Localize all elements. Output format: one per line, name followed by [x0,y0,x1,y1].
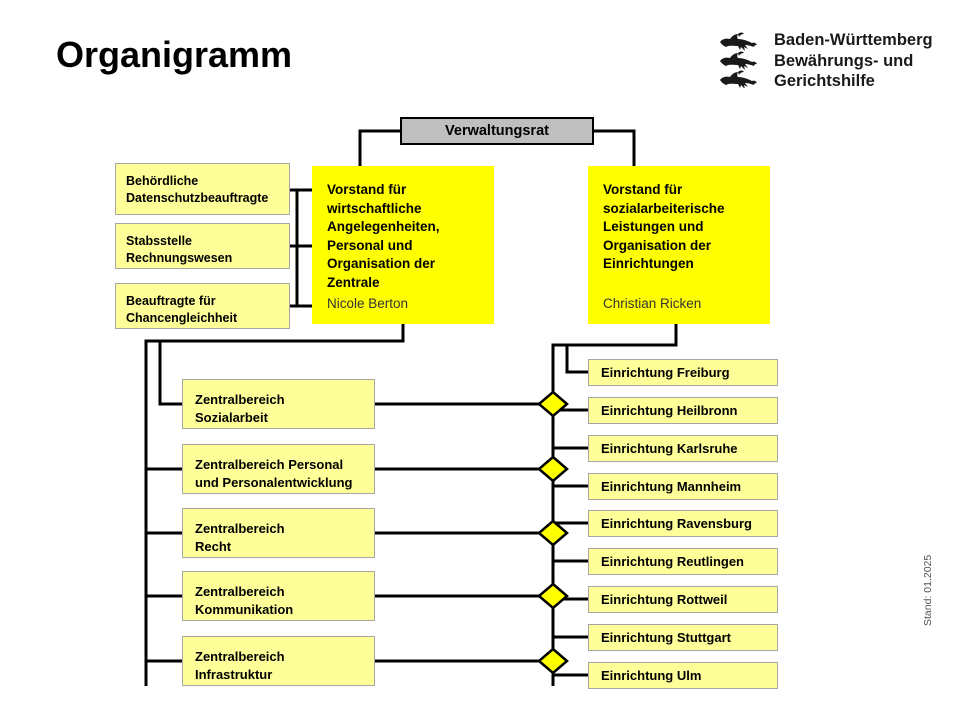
node-label: Zentralbereich Kommunikation [195,584,294,617]
node-staff-chancengleichheit[interactable]: Beauftragte für Chancengleichheit [115,283,290,329]
node-label: Einrichtung Stuttgart [601,629,731,645]
link-division-1 [158,341,182,406]
node-staff-datenschutzbeauftragte[interactable]: Behördliche Datenschutzbeauftragte [115,163,290,215]
node-label: Zentralbereich Recht [195,521,285,554]
junction-diamond-3 [537,519,569,547]
node-facility-heilbronn[interactable]: Einrichtung Heilbronn [588,397,778,424]
link-board-right-to-facilities-spine [551,324,678,686]
node-division-recht[interactable]: Zentralbereich Recht [182,508,375,558]
node-label: Vorstand für sozialarbeiterische Leistun… [603,182,725,271]
node-label: Einrichtung Reutlingen [601,553,744,569]
node-facility-ravensburg[interactable]: Einrichtung Ravensburg [588,510,778,537]
logo-line-2: Bewährungs- und [774,51,914,70]
junction-diamond-4 [537,582,569,610]
node-label: Verwaltungsrat [445,123,549,139]
node-division-sozialarbeit[interactable]: Zentralbereich Sozialarbeit [182,379,375,429]
node-label: Beauftragte für Chancengleichheit [126,294,238,325]
node-label: Einrichtung Heilbronn [601,402,738,418]
node-person: Nicole Berton [327,296,409,311]
node-facility-reutlingen[interactable]: Einrichtung Reutlingen [588,548,778,575]
node-board-wirtschaftliche-angelegenheiten[interactable]: Vorstand für wirtschaftliche Angelegenhe… [312,166,494,324]
logo-line-1: Baden-Württemberg [774,31,933,49]
node-facility-freiburg[interactable]: Einrichtung Freiburg [588,359,778,386]
node-division-personal[interactable]: Zentralbereich Personal und Personalentw… [182,444,375,494]
logo-line-3: Gerichtshilfe [774,72,875,90]
node-facility-karlsruhe[interactable]: Einrichtung Karlsruhe [588,435,778,462]
node-label: Einrichtung Mannheim [601,478,742,494]
node-facility-ulm[interactable]: Einrichtung Ulm [588,662,778,689]
three-lions-crest-icon [720,32,757,88]
node-label: Einrichtung Freiburg [601,364,730,380]
junction-diamond-5 [537,647,569,675]
node-label: Behördliche Datenschutzbeauftragte [126,174,269,205]
node-label: Einrichtung Rottweil [601,591,728,607]
node-label: Einrichtung Karlsruhe [601,440,738,456]
junction-diamond-1 [537,390,569,418]
node-label: Stabsstelle Rechnungswesen [126,234,233,265]
node-label: Zentralbereich Sozialarbeit [195,392,285,425]
link-facility-1 [565,345,588,374]
node-label: Zentralbereich Personal und Personalentw… [195,457,353,490]
node-label: Vorstand für wirtschaftliche Angelegenhe… [327,182,440,290]
node-label: Einrichtung Ravensburg [601,515,752,531]
node-label: Zentralbereich Infrastruktur [195,649,285,682]
node-staff-rechnungswesen[interactable]: Stabsstelle Rechnungswesen [115,223,290,269]
node-facility-stuttgart[interactable]: Einrichtung Stuttgart [588,624,778,651]
page-title: Organigramm [56,34,293,75]
node-facility-rottweil[interactable]: Einrichtung Rottweil [588,586,778,613]
node-division-kommunikation[interactable]: Zentralbereich Kommunikation [182,571,375,621]
node-division-infrastruktur[interactable]: Zentralbereich Infrastruktur [182,636,375,686]
node-facility-mannheim[interactable]: Einrichtung Mannheim [588,473,778,500]
bw-logo: Baden-Württemberg Bewährungs- und Gerich… [718,30,933,92]
node-board-sozialarbeiterische-leistungen[interactable]: Vorstand für sozialarbeiterische Leistun… [588,166,770,324]
node-person: Christian Ricken [603,296,702,311]
junction-diamond-2 [537,455,569,483]
node-label: Einrichtung Ulm [601,667,702,683]
logo-text-block: Baden-Württemberg Bewährungs- und Gerich… [774,30,933,92]
node-verwaltungsrat[interactable]: Verwaltungsrat [400,117,594,145]
link-council-to-board-right [594,129,636,166]
link-council-to-board-left [358,129,400,166]
link-board-left-to-divisions-spine [144,324,405,686]
